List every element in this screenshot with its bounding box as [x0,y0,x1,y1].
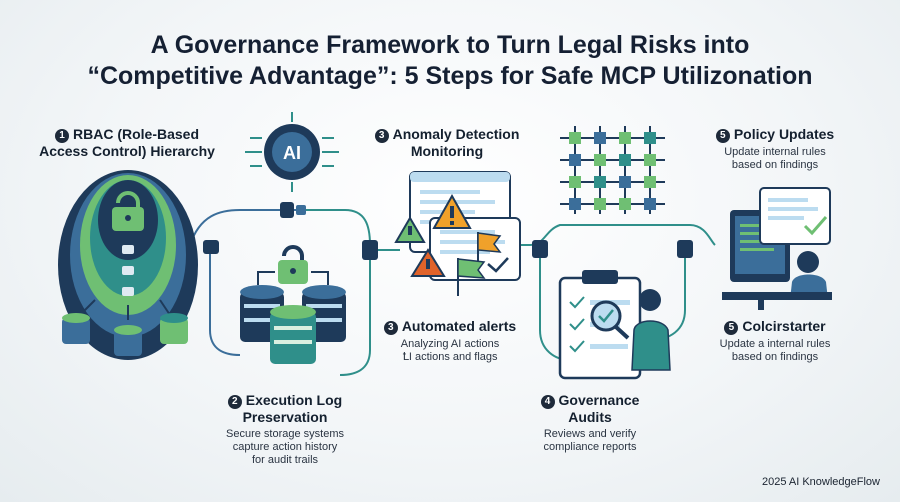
step-alerts-desc-line-1: Analyzing AI actions [400,338,500,350]
step-alerts-title-text: Automated alerts [401,318,517,334]
step-policy-title-text: Policy Updates [733,126,835,142]
step-policy-desc-line-1: Update internal rules [724,146,826,158]
anomaly-monitoring-graphic [394,171,521,296]
step-policy-desc-line-2: based on findings [731,159,819,171]
step-policy-description: Update internal rules based on findings [700,146,850,172]
database-icon [240,285,346,364]
step-anomaly-title-line-2: Monitoring [410,143,484,159]
step-log-desc-line-2: capture action history [232,441,338,453]
policy-update-graphic [722,187,832,310]
ai-chip-icon: AI [245,112,339,192]
footer-credit: 2025 AI KnowledgeFlow [761,476,880,488]
step-audits-title-line-2: Audits [568,409,612,425]
step-number-badge: 4 [540,395,555,409]
person-icon [631,289,671,371]
step-log-title-line-2: Preservation [242,409,328,425]
step-colc-desc-line-2: based on findings [731,351,819,363]
step-number-badge: 5 [724,321,739,335]
step-number-badge: 3 [383,321,398,335]
connector-icon [203,202,693,260]
step-colc-desc-line-1: Update a internal rules [719,338,831,350]
step-anomaly-title-line-1: Anomaly Detection [392,126,520,142]
lock-icon [278,245,308,284]
checkmark-icon [803,216,828,236]
ai-chip-label: AI [283,143,301,163]
magnifier-icon [590,300,630,340]
step-log-desc-line-3: for audit trails [251,454,319,466]
step-number-badge: 3 [374,129,389,143]
step-colc-description: Update a internal rules based on finding… [700,338,850,364]
step-number-badge: 2 [227,395,242,409]
step-rbac-title-line-1: RBAC (Role-Based [72,126,199,142]
rbac-hierarchy-graphic [58,170,198,360]
step-audits-desc-line-1: Reviews and verify [543,428,637,440]
warning-icon [394,193,472,277]
step-audits-title-line-1: Governance [558,392,640,408]
step-audits-desc-line-2: compliance reports [543,441,637,453]
monitor-icon [730,187,831,282]
step-colc-title-text: Colcirstarter [742,318,826,334]
title-line-2: “Competitive Advantage”: 5 Steps for Saf… [87,62,813,90]
execution-log-graphic [240,245,346,364]
step-log-title-line-1: Execution Log [245,392,343,408]
title-line-1: A Governance Framework to Turn Legal Ris… [150,31,750,59]
step-alerts-description: Analyzing AI actions ꝈI actions and flag… [380,338,520,364]
step-alerts-desc-line-2: ꝈI actions and flags [402,351,498,363]
step-audits-description: Reviews and verify compliance reports [520,428,660,454]
step-rbac-title-line-2: Access Control) Hierarchy [39,143,215,159]
page-title: A Governance Framework to Turn Legal Ris… [0,30,900,92]
step-number-badge: 1 [54,129,69,143]
database-icon [62,313,188,356]
step-log-desc-line-1: Secure storage systems [226,428,344,440]
step-log-description: Secure storage systems capture action hi… [200,428,370,467]
lock-icon [112,191,144,231]
grid-network-icon [560,126,665,214]
step-number-badge: 5 [715,129,730,143]
governance-audit-graphic [558,270,671,380]
flag-icon [457,232,509,296]
